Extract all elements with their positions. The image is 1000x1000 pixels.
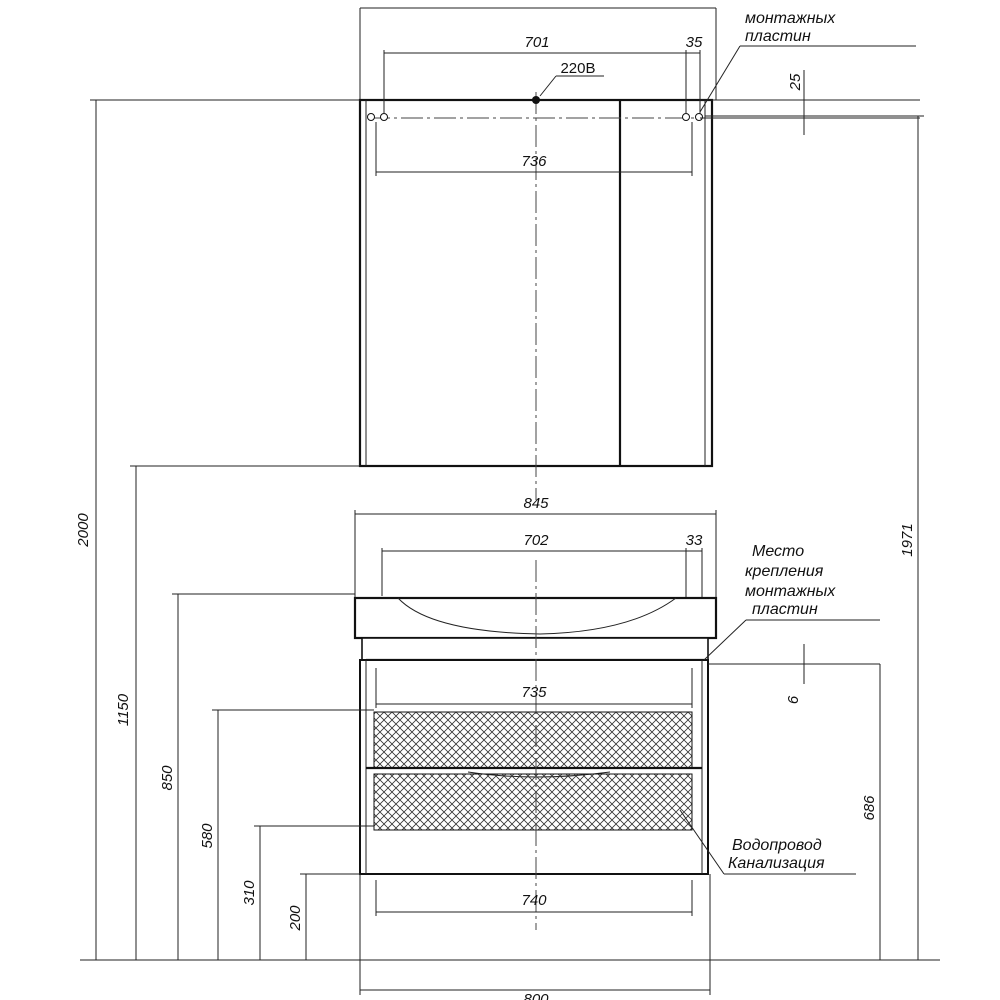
plate-note-vanity-line2: крепления	[745, 563, 824, 580]
dim-2000: 2000	[75, 513, 92, 548]
dim-bottom: 800	[523, 991, 549, 1000]
dim-580: 580	[199, 823, 216, 849]
service-note-line1: Водопровод	[732, 837, 822, 854]
dim-310: 310	[241, 880, 258, 906]
plate-note-vanity-line3: монтажных	[745, 583, 836, 600]
dim-850: 850	[159, 765, 176, 791]
dim-701: 701	[524, 34, 549, 51]
mount-hole-left-2	[380, 113, 388, 121]
dim-200: 200	[287, 905, 304, 932]
mount-hole-left	[367, 113, 375, 121]
dim-25: 25	[787, 73, 804, 91]
mount-hole-right	[682, 113, 690, 121]
bottom-dimension: 800	[359, 874, 711, 1000]
plate-note-leader-vanity	[703, 619, 747, 661]
dim-702: 702	[523, 532, 549, 549]
service-note-line2: Канализация	[728, 855, 825, 872]
mirror-cabinet: 701 35 220В 736 монтажных пластин 25	[358, 7, 920, 500]
dim-740: 740	[521, 892, 547, 909]
power-leader	[539, 75, 557, 97]
basin-bowl	[397, 597, 677, 635]
dim-845: 845	[523, 495, 549, 512]
plate-note-top-line2: пластин	[745, 28, 811, 45]
drawer-lower-mesh	[373, 773, 693, 831]
dim-735: 735	[521, 684, 547, 701]
dim-35: 35	[686, 34, 703, 51]
dim-736: 736	[521, 153, 547, 170]
dim-6: 6	[785, 695, 802, 704]
power-outlet-point	[532, 96, 540, 104]
plate-note-vanity-line4: пластин	[752, 601, 818, 618]
plate-note-leader-top	[699, 45, 741, 113]
service-note-leader	[679, 809, 725, 875]
plate-note-vanity-line1: Место	[752, 543, 804, 560]
height-dimensions: 2000 1150 850 580 310 200 1971 686	[75, 99, 940, 961]
plate-note-top-line1: монтажных	[745, 10, 836, 27]
power-label: 220В	[560, 60, 595, 77]
dim-1971: 1971	[899, 523, 916, 556]
drawer-upper-mesh	[373, 711, 693, 769]
cabinet-upper-band	[361, 637, 709, 661]
dim-33: 33	[686, 532, 703, 549]
dim-686: 686	[861, 795, 878, 821]
mount-hole-right-2	[695, 113, 703, 121]
dim-1150: 1150	[115, 693, 132, 726]
vanity-unit: 845 702 33 735 7	[353, 495, 880, 930]
